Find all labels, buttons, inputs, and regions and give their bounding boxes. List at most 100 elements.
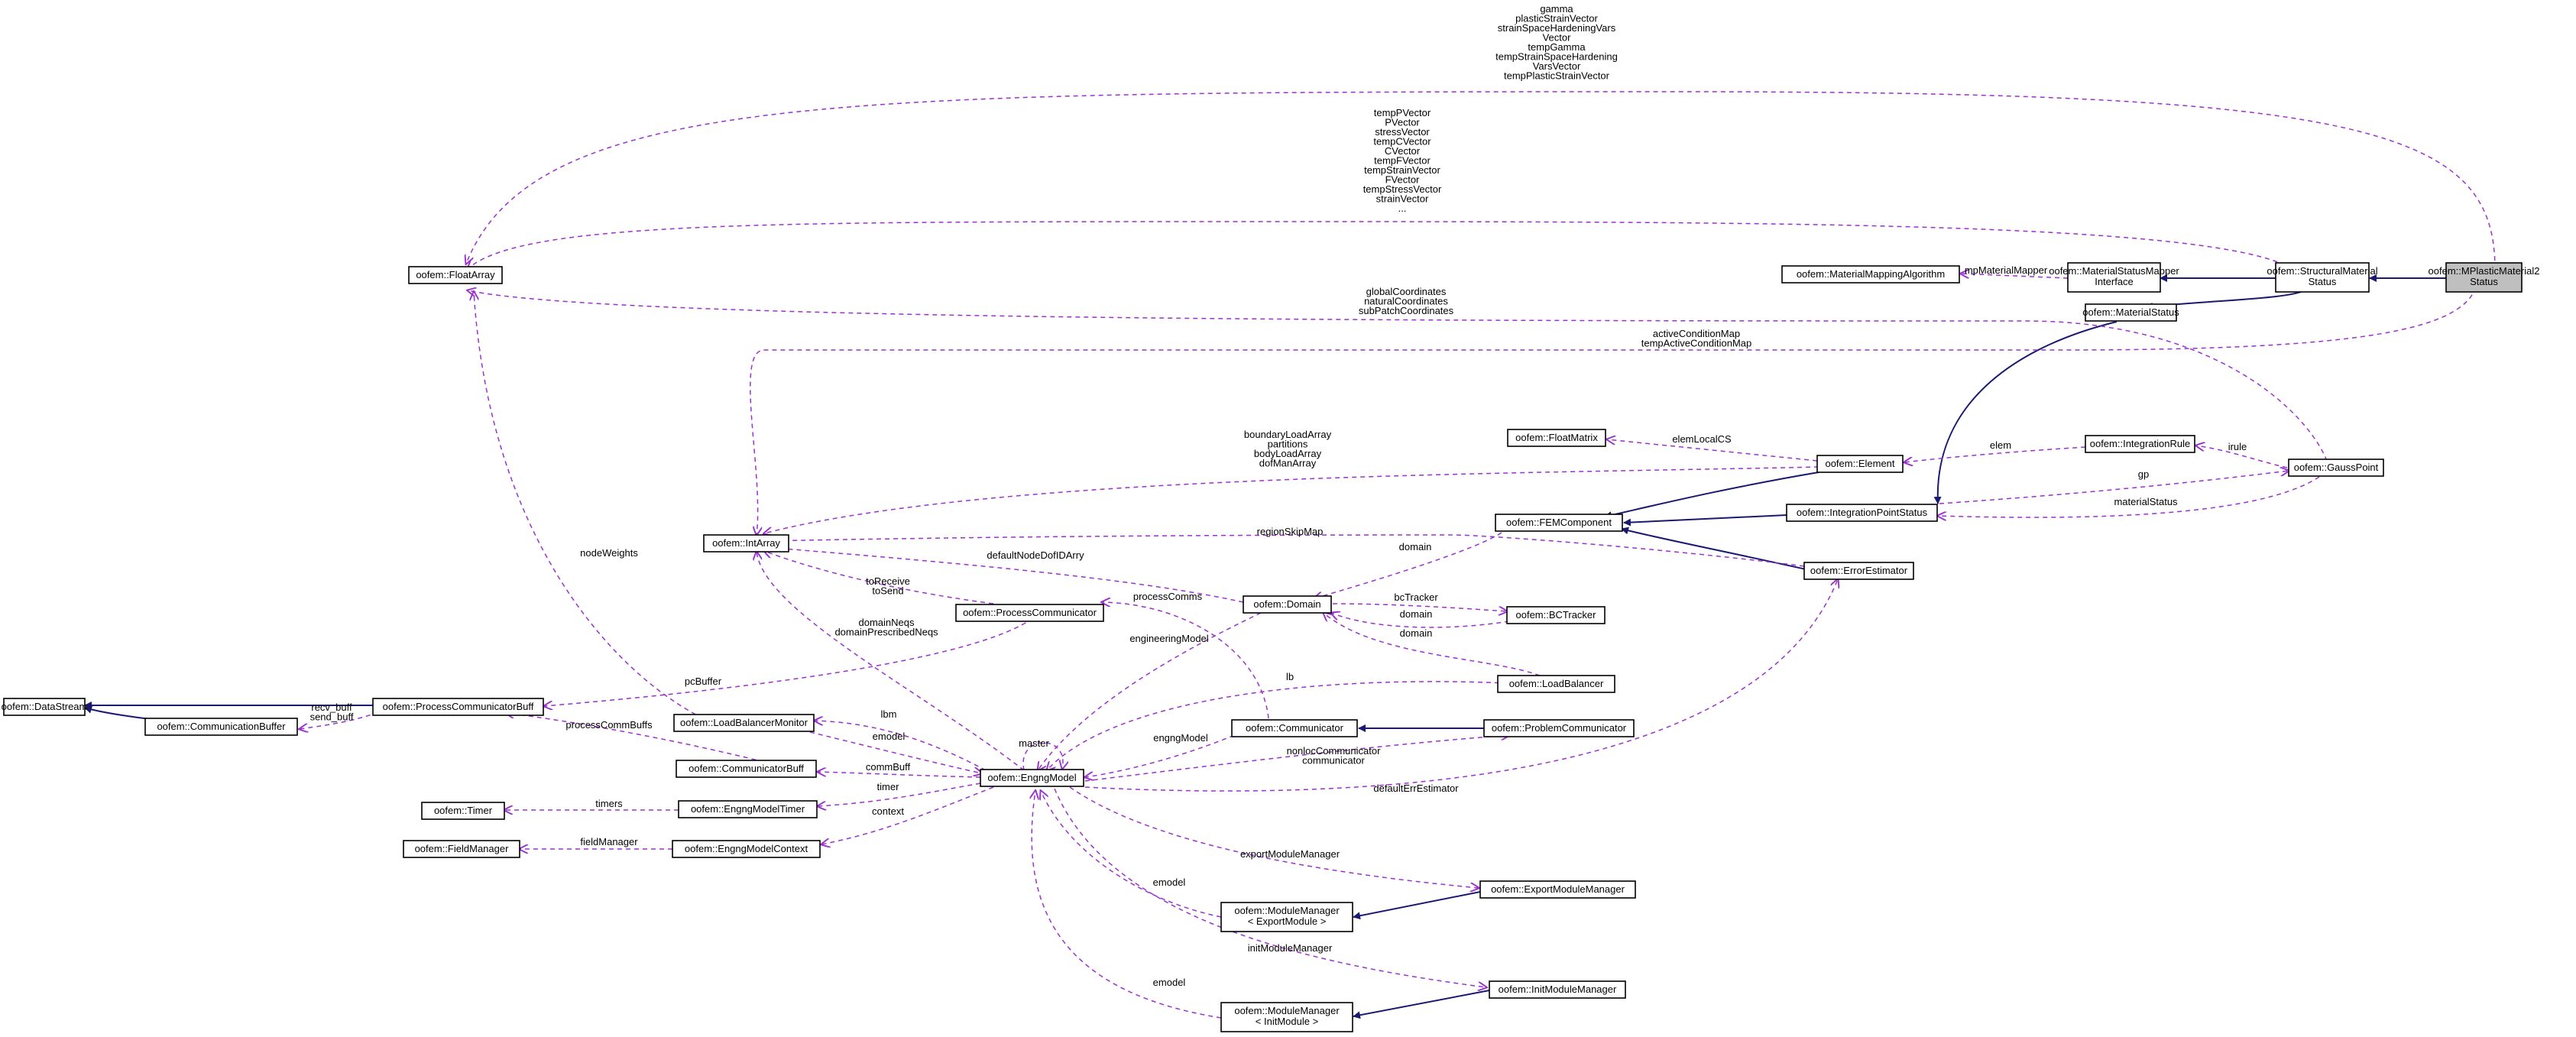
node-load-balancer-monitor[interactable]: oofem::LoadBalancerMonitor — [673, 714, 815, 732]
node-problem-communicator[interactable]: oofem::ProblemCommunicator — [1483, 719, 1635, 737]
text-line: oofem::IntegrationRule — [2090, 438, 2191, 449]
node-engng-model-context[interactable]: oofem::EngngModelContext — [672, 840, 821, 858]
text-line: oofem::CommunicationBuffer — [157, 721, 286, 732]
edge-label-node-weights: nodeWeights — [580, 547, 638, 559]
node-module-manager-init[interactable]: oofem::ModuleManager< InitModule > — [1220, 1002, 1353, 1032]
text-line: oofem::FEMComponent — [1506, 517, 1612, 528]
text-line: stressVector — [1375, 126, 1430, 138]
text-line: oofem::LoadBalancerMonitor — [680, 717, 808, 728]
usage-mminit-engng — [1032, 791, 1222, 1019]
text-line: oofem::CommunicatorBuff — [689, 763, 804, 774]
text-line: oofem::MaterialStatusMapper — [2049, 265, 2179, 277]
edge-label-material-status: materialStatus — [2114, 496, 2178, 507]
node-error-estimator[interactable]: oofem::ErrorEstimator — [1803, 562, 1914, 580]
text-line: oofem::InitModuleManager — [1499, 984, 1617, 995]
node-domain[interactable]: oofem::Domain — [1243, 595, 1332, 614]
text-line: naturalCoordinates — [1364, 296, 1448, 307]
node-integration-rule[interactable]: oofem::IntegrationRule — [2085, 435, 2195, 453]
svg-text:oofem::IntArray: oofem::IntArray — [712, 537, 780, 549]
node-communicator[interactable]: oofem::Communicator — [1231, 719, 1358, 737]
text-line: emodel — [1153, 877, 1186, 888]
node-module-manager-export[interactable]: oofem::ModuleManager< ExportModule > — [1220, 902, 1353, 932]
usage-gausspoint-floatarray — [468, 290, 2328, 462]
text-line: oofem::Communicator — [1246, 722, 1344, 734]
node-communicator-buff[interactable]: oofem::CommunicatorBuff — [676, 760, 817, 778]
usage-engng-context — [821, 786, 994, 844]
svg-text:oofem::ModuleManager< InitModu: oofem::ModuleManager< InitModule > — [1234, 1005, 1340, 1027]
usage-element-floatmatrix — [1607, 439, 1818, 462]
text-line: mpMaterialMapper — [1965, 264, 2048, 276]
edge-label-comm-buff: commBuff — [866, 761, 911, 773]
edge-label-field-manager: fieldManager — [580, 836, 638, 847]
text-line: regionSkipMap — [1257, 526, 1324, 537]
svg-text:oofem::BCTracker: oofem::BCTracker — [1516, 609, 1597, 621]
edge-label-init-mm: initModuleManager — [1248, 942, 1333, 954]
text-line: domainNeqs — [859, 617, 915, 628]
usage-structural-floatarray — [468, 221, 2293, 269]
text-line: VarsVector — [1533, 60, 1581, 72]
usage-processcomm-pcbuff — [544, 612, 1040, 706]
node-gauss-point[interactable]: oofem::GaussPoint — [2288, 459, 2384, 477]
svg-text:oofem::EngngModelContext: oofem::EngngModelContext — [685, 843, 808, 854]
text-line: processComms — [1133, 591, 1203, 602]
node-process-communicator[interactable]: oofem::ProcessCommunicator — [955, 604, 1104, 622]
node-data-stream[interactable]: oofem::DataStream — [2, 698, 88, 716]
text-line: pcBuffer — [685, 676, 722, 687]
text-line: tempPVector — [1374, 107, 1431, 118]
node-communication-buffer[interactable]: oofem::CommunicationBuffer — [144, 718, 298, 736]
node-material-status[interactable]: oofem::MaterialStatus — [2082, 303, 2179, 322]
node-integration-point-status[interactable]: oofem::IntegrationPointStatus — [1786, 504, 1938, 522]
text-line: subPatchCoordinates — [1359, 305, 1454, 316]
node-timer[interactable]: oofem::Timer — [421, 802, 505, 820]
text-line: bcTracker — [1394, 591, 1438, 603]
edge-label-emodel-lbm: emodel — [873, 731, 906, 742]
text-line: tempStressVector — [1363, 183, 1442, 195]
text-line: materialStatus — [2114, 496, 2178, 507]
node-element[interactable]: oofem::Element — [1816, 455, 1904, 473]
edge-label-lbm: lbm — [881, 708, 897, 720]
usage-engng-intarray — [757, 552, 1025, 771]
node-export-module-manager[interactable]: oofem::ExportModuleManager — [1479, 880, 1636, 899]
node-bc-tracker[interactable]: oofem::BCTracker — [1506, 606, 1606, 624]
node-material-mapping-algorithm[interactable]: oofem::MaterialMappingAlgorithm — [1781, 265, 1960, 284]
edges — [84, 91, 2496, 1019]
usage-mplastic-intarray — [750, 287, 2477, 535]
edge-label-elem: elem — [1990, 439, 2011, 451]
text-line: communicator — [1302, 755, 1365, 766]
node-init-module-manager[interactable]: oofem::InitModuleManager — [1489, 980, 1626, 999]
text-line: strainSpaceHardeningVars — [1498, 22, 1616, 34]
usage-gausspoint-ir — [2196, 446, 2288, 468]
svg-text:oofem::ProcessCommunicatorBuff: oofem::ProcessCommunicatorBuff — [383, 701, 534, 712]
node-engng-model-timer[interactable]: oofem::EngngModelTimer — [678, 800, 818, 818]
edge-label-default-node-dof: defaultNodeDofIDArry — [987, 549, 1084, 561]
svg-text:oofem::LoadBalancerMonitor: oofem::LoadBalancerMonitor — [680, 717, 808, 728]
usage-domain-engng — [1038, 612, 1262, 770]
text-line: nonlocCommunicator — [1287, 745, 1382, 757]
edge-label-mp-mapper: mpMaterialMapper — [1965, 264, 2048, 276]
node-float-array[interactable]: oofem::FloatArray — [408, 266, 503, 284]
text-line: oofem::EngngModel — [987, 772, 1076, 783]
node-int-array[interactable]: oofem::IntArray — [703, 534, 789, 553]
text-line: oofem::BCTracker — [1516, 609, 1597, 621]
text-line: tempCVector — [1373, 136, 1431, 147]
edge-label-emodel-export: emodel — [1153, 877, 1186, 888]
node-load-balancer[interactable]: oofem::LoadBalancer — [1497, 675, 1615, 693]
node-field-manager[interactable]: oofem::FieldManager — [403, 840, 520, 858]
node-fem-component[interactable]: oofem::FEMComponent — [1495, 514, 1623, 532]
edge-label-domain-from-lb: domain — [1400, 627, 1433, 639]
text-line: master — [1019, 737, 1049, 749]
node-process-communicator-buff[interactable]: oofem::ProcessCommunicatorBuff — [372, 698, 544, 716]
edge-label-timers: timers — [595, 798, 623, 809]
svg-text:oofem::ModuleManager< ExportMo: oofem::ModuleManager< ExportModule > — [1234, 905, 1340, 927]
node-engng-model[interactable]: oofem::EngngModel — [980, 769, 1084, 787]
text-line: oofem::MPlasticMaterial2 — [2429, 265, 2540, 277]
node-float-matrix[interactable]: oofem::FloatMatrix — [1507, 429, 1606, 447]
